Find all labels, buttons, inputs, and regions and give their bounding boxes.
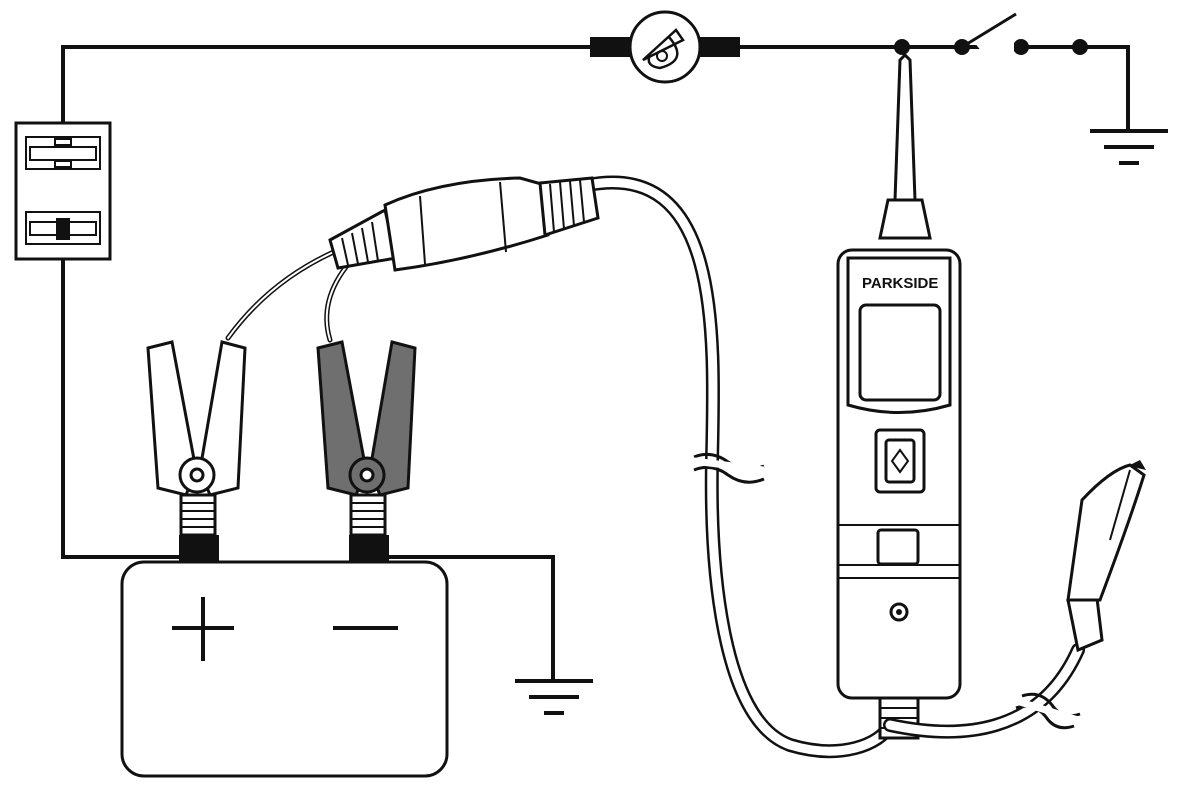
ground-icon bbox=[1090, 129, 1168, 165]
alligator-clip-icon bbox=[883, 460, 1146, 739]
fuse-icon bbox=[14, 121, 112, 261]
clamp-leads bbox=[225, 247, 353, 343]
tester-cable bbox=[581, 175, 897, 759]
ground-icon bbox=[515, 679, 593, 715]
circuit-wires bbox=[61, 45, 1130, 682]
tester-brand-label: PARKSIDE bbox=[862, 275, 938, 292]
clamp-icon bbox=[316, 340, 417, 561]
battery-icon: + — bbox=[120, 560, 449, 778]
horn-icon bbox=[590, 10, 740, 84]
clamp-icon bbox=[146, 340, 247, 561]
switch-icon bbox=[894, 12, 1088, 55]
cable-junction bbox=[328, 176, 600, 272]
circuit-tester-icon: PARKSIDE bbox=[836, 52, 962, 740]
